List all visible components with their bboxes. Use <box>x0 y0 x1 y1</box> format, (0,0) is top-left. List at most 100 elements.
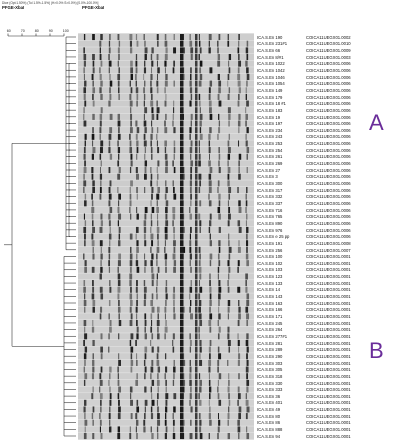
gel-band <box>150 366 154 373</box>
gel-band <box>199 120 202 127</box>
gel-band <box>190 167 193 174</box>
gel-band <box>164 100 167 107</box>
gel-band <box>209 67 213 74</box>
gel-band <box>190 266 192 273</box>
gel-band <box>227 300 231 307</box>
gel-band <box>238 346 240 353</box>
gel-band <box>156 226 160 234</box>
gel-band <box>83 280 86 287</box>
strain-id: ICA.S.En 337 <box>257 200 283 206</box>
gel-band <box>157 373 159 380</box>
gel-band <box>135 120 138 127</box>
gel-band <box>165 167 168 174</box>
gel-band <box>180 34 184 41</box>
gel-band <box>218 34 221 41</box>
gel-band <box>108 133 112 140</box>
gel-band <box>198 246 201 253</box>
gel-band <box>209 113 213 120</box>
gel-band <box>199 220 202 227</box>
gel-band <box>173 233 175 240</box>
gel-band <box>157 147 160 154</box>
gel-band <box>108 220 111 227</box>
gel-band <box>99 393 103 400</box>
gel-band <box>157 419 161 426</box>
gel-band <box>245 113 248 120</box>
gel-band <box>228 399 231 406</box>
strain-id: ICA.S.En 94 <box>257 433 281 439</box>
gel-band <box>173 153 175 160</box>
gel-band <box>117 140 119 147</box>
pattern-code: COICA11UEGX01.0006 <box>306 147 351 153</box>
gel-band <box>237 339 240 347</box>
gel-band <box>109 180 112 187</box>
gel-lane <box>78 153 254 160</box>
gel-band <box>100 399 102 406</box>
gel-band <box>180 93 184 101</box>
gel-lane <box>78 266 254 273</box>
gel-band <box>150 213 153 220</box>
gel-band <box>144 386 147 393</box>
gel-band <box>150 140 152 147</box>
gel-band <box>100 333 103 340</box>
gel-band <box>151 393 153 400</box>
gel-band <box>156 406 160 413</box>
gel-band <box>150 300 154 307</box>
gel-band <box>209 260 212 267</box>
gel-band <box>195 280 198 287</box>
gel-band <box>208 87 211 94</box>
gel-band <box>118 40 121 47</box>
gel-band <box>144 160 148 167</box>
gel-band <box>238 160 240 167</box>
gel-band <box>136 253 138 260</box>
gel-band <box>118 213 122 220</box>
gel-band <box>190 173 192 180</box>
strain-id: ICA.S.En 330 <box>257 380 283 386</box>
gel-band <box>129 253 133 260</box>
gel-band <box>83 186 85 194</box>
gel-band <box>109 226 111 234</box>
gel-band <box>245 93 247 101</box>
gel-band <box>135 306 138 313</box>
gel-band <box>151 359 154 367</box>
gel-band <box>91 326 95 333</box>
gel-band <box>195 333 198 340</box>
gel-band <box>100 60 103 67</box>
gel-band <box>246 313 250 320</box>
gel-band <box>118 353 120 360</box>
gel-band <box>83 147 86 154</box>
gel-band <box>217 413 219 420</box>
gel-band <box>164 153 168 160</box>
gel-lane <box>78 313 254 320</box>
gel-band <box>218 193 221 200</box>
gel-band <box>198 266 202 273</box>
pattern-code: COICA11UEGX01.0006 <box>306 234 351 240</box>
gel-band <box>180 393 184 400</box>
gel-band <box>246 426 248 433</box>
gel-band <box>180 293 184 300</box>
gel-band <box>117 60 119 67</box>
gel-band <box>151 47 154 54</box>
gel-band <box>151 206 155 214</box>
gel-band <box>135 233 137 240</box>
gel-band <box>195 107 198 114</box>
strain-id: ICA.S.En 14 <box>257 287 281 293</box>
gel-band <box>209 107 212 114</box>
gel-band <box>143 226 147 234</box>
gel-band <box>144 313 147 320</box>
gel-band <box>92 339 95 347</box>
gel-band <box>218 80 222 87</box>
gel-band <box>100 246 102 253</box>
gel-band <box>83 366 86 373</box>
gel-band <box>217 60 221 67</box>
gel-band <box>227 200 229 207</box>
gel-band <box>118 200 120 207</box>
pattern-code: COICA11UEGX01.0006 <box>306 181 351 186</box>
gel-band <box>199 339 202 347</box>
gel-band <box>92 433 95 440</box>
gel-band <box>157 366 161 373</box>
gel-band <box>129 206 131 214</box>
gel-band <box>144 353 147 360</box>
gel-band <box>238 53 240 61</box>
